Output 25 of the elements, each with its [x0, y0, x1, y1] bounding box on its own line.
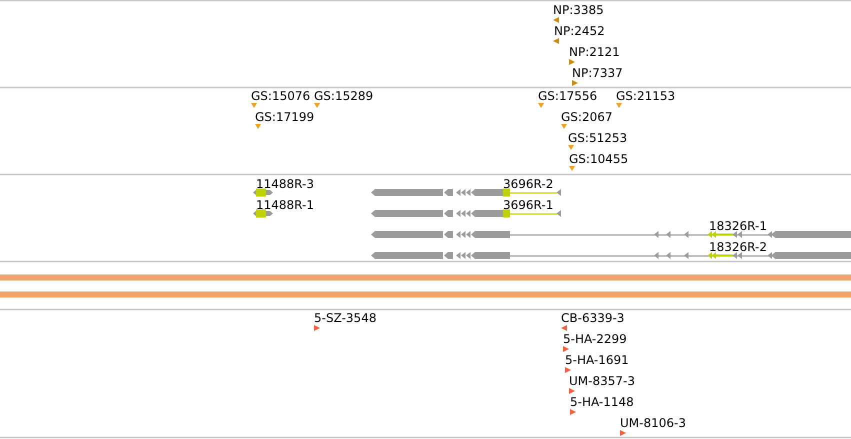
feature-id: GS:17556	[538, 89, 598, 103]
feature-id: GS:15289	[314, 89, 374, 103]
feature-id: GS:21153	[616, 89, 676, 103]
feature-id: 5-HA-1148	[570, 395, 634, 409]
feature-id: 5-SZ-3548	[314, 311, 376, 325]
feature-id: CB-6339-3	[561, 311, 624, 325]
transcript-id: 3696R-2	[503, 176, 554, 190]
feature-id: UM-8106-3	[620, 416, 686, 430]
feature-id: NP:2452	[554, 24, 605, 38]
transcript-id: 11488R-3	[256, 176, 314, 190]
feature-id: NP:2121	[569, 45, 620, 59]
feature-id: GS:2067	[561, 110, 612, 124]
feature-id: 5-HA-2299	[563, 332, 627, 346]
feature-id: GS:17199	[255, 110, 314, 124]
transcript-id: 18326R-1	[709, 218, 767, 232]
transcript-id: 11488R-1	[256, 198, 314, 212]
feature-id: UM-8357-3	[569, 374, 635, 388]
transcript-id: 18326R-2	[709, 240, 767, 254]
feature-id: 5-HA-1691	[565, 353, 629, 367]
feature-id: GS:51253	[568, 131, 628, 145]
feature-id: GS:15076	[251, 89, 310, 103]
feature-id: GS:10455	[569, 152, 628, 166]
transcript-id: 3696R-1	[503, 198, 554, 212]
feature-id: NP:7337	[572, 66, 623, 80]
feature-id: NP:3385	[553, 3, 604, 17]
